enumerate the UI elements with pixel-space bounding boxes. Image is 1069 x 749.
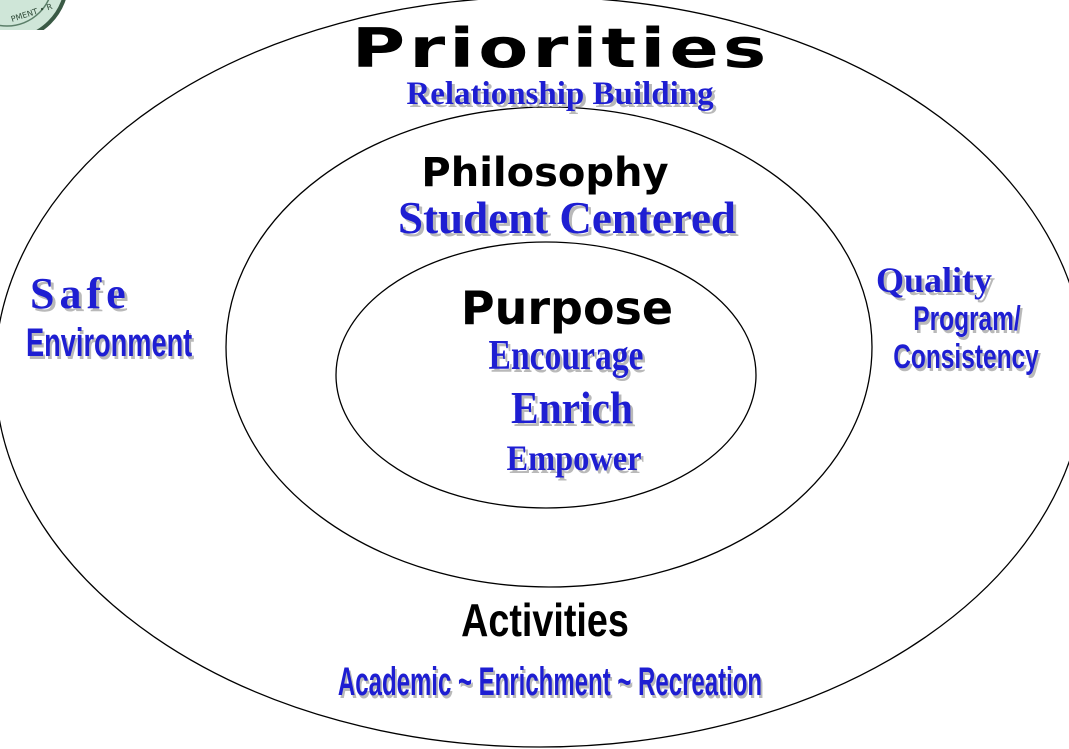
purpose-title: Purpose bbox=[460, 281, 674, 335]
activities-title: Activities bbox=[461, 594, 629, 646]
inner-ring bbox=[335, 241, 757, 509]
safe-subtitle: Environment bbox=[26, 321, 193, 365]
priorities-subtitle: Relationship Building bbox=[406, 76, 714, 112]
middle-ring bbox=[225, 106, 873, 588]
quality-subtitle-line-2: Consistency bbox=[893, 338, 1039, 376]
philosophy-subtitle: Student Centered bbox=[398, 193, 736, 243]
purpose-item-encourage: Encourage bbox=[488, 333, 644, 379]
activities-subtitle: Academic ~ Enrichment ~ Recreation bbox=[337, 660, 763, 704]
purpose-item-empower: Empower bbox=[506, 438, 642, 478]
safe-title: Safe bbox=[30, 269, 131, 318]
priorities-title: Priorities bbox=[351, 17, 771, 80]
quality-subtitle-line-1: Program/ bbox=[913, 300, 1021, 338]
philosophy-title: Philosophy bbox=[421, 150, 669, 196]
purpose-item-enrich: Enrich bbox=[511, 382, 633, 433]
seal-logo: PMENT • R bbox=[0, 0, 66, 30]
quality-title: Quality bbox=[876, 260, 993, 300]
